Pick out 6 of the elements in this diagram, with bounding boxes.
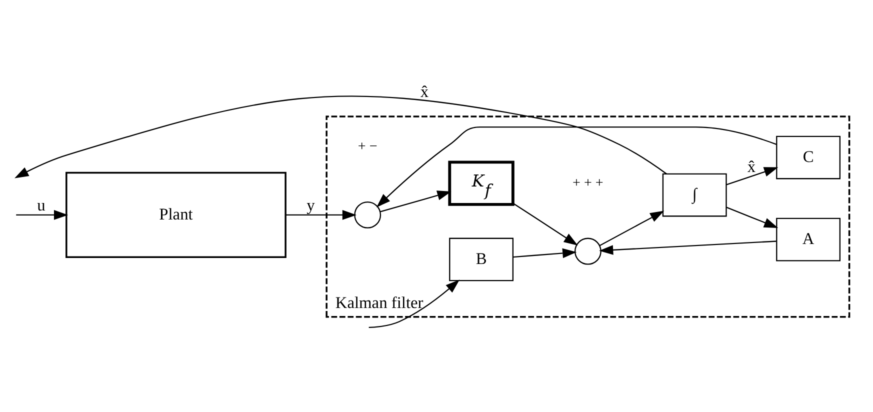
edge-label: x̂ xyxy=(747,156,756,176)
edge-label: x̂ xyxy=(420,82,429,101)
node-label: + − xyxy=(358,138,378,155)
edge-label: y xyxy=(306,196,315,214)
node-label: + + + xyxy=(572,174,604,191)
edge-label: u xyxy=(37,196,46,214)
